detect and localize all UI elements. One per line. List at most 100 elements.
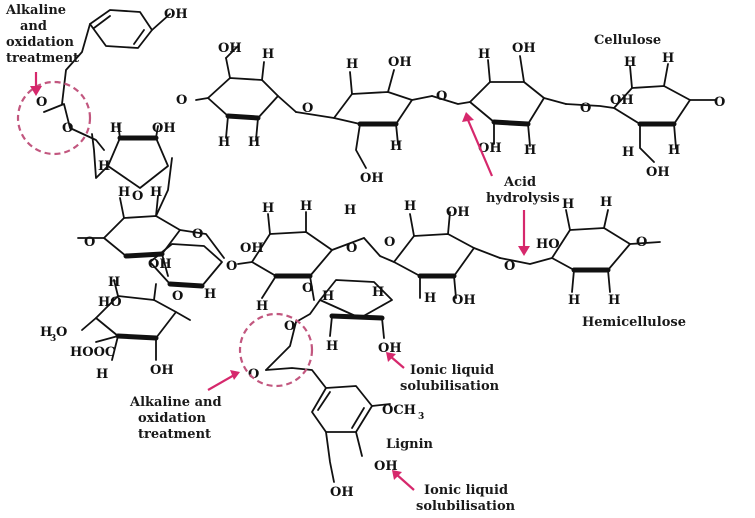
svg-text:H: H bbox=[256, 299, 268, 314]
svg-text:OH: OH bbox=[240, 241, 264, 256]
svg-text:OH: OH bbox=[148, 257, 172, 272]
svg-text:H: H bbox=[668, 143, 680, 158]
svg-text:OH: OH bbox=[478, 141, 502, 156]
svg-text:O: O bbox=[580, 101, 591, 116]
label-alk-top-4: treatment bbox=[6, 51, 79, 66]
svg-text:H: H bbox=[248, 135, 260, 150]
arrows bbox=[30, 72, 530, 491]
atom-labels: OH O O H OH O H OH H O H H O H OH O H OH… bbox=[36, 7, 725, 500]
svg-text:O: O bbox=[248, 367, 259, 382]
svg-text:H: H bbox=[372, 285, 384, 300]
svg-text:O: O bbox=[302, 281, 313, 296]
svg-text:O: O bbox=[176, 93, 187, 108]
svg-text:H: H bbox=[624, 55, 636, 70]
svg-text:O: O bbox=[84, 235, 95, 250]
svg-text:H: H bbox=[98, 159, 110, 174]
ester-circle-top bbox=[16, 80, 92, 156]
svg-text:O: O bbox=[172, 289, 183, 304]
svg-text:O: O bbox=[436, 89, 447, 104]
svg-text:H: H bbox=[622, 145, 634, 160]
svg-text:OH: OH bbox=[330, 485, 354, 500]
svg-text:H: H bbox=[326, 339, 338, 354]
svg-text:H: H bbox=[300, 199, 312, 214]
svg-text:OH: OH bbox=[446, 205, 470, 220]
svg-text:OH: OH bbox=[610, 93, 634, 108]
svg-text:O: O bbox=[192, 227, 203, 242]
svg-text:HOOC: HOOC bbox=[70, 345, 115, 360]
svg-text:3: 3 bbox=[418, 412, 424, 422]
svg-text:O: O bbox=[284, 319, 295, 334]
svg-text:OH: OH bbox=[378, 341, 402, 356]
svg-text:OH: OH bbox=[452, 293, 476, 308]
svg-text:HO: HO bbox=[98, 295, 122, 310]
svg-text:H: H bbox=[262, 201, 274, 216]
svg-text:OH: OH bbox=[388, 55, 412, 70]
ferulate-top bbox=[43, 9, 171, 151]
label-acid-1: Acid bbox=[503, 175, 536, 190]
svg-text:3: 3 bbox=[50, 334, 56, 344]
svg-text:H: H bbox=[344, 203, 356, 218]
label-acid-2: hydrolysis bbox=[486, 191, 560, 206]
label-alk-mid-3: treatment bbox=[138, 427, 211, 442]
svg-text:H: H bbox=[262, 47, 274, 62]
label-alk-top-2: and bbox=[20, 19, 47, 34]
svg-text:H: H bbox=[608, 293, 620, 308]
label-alk-mid-2: oxidation bbox=[138, 411, 206, 426]
svg-text:O: O bbox=[346, 241, 357, 256]
svg-text:H: H bbox=[662, 51, 674, 66]
svg-text:O: O bbox=[636, 235, 647, 250]
svg-text:OH: OH bbox=[360, 171, 384, 186]
ester-circle-mid bbox=[238, 312, 314, 388]
svg-text:O: O bbox=[302, 101, 313, 116]
label-ionic-bot-1: Ionic liquid bbox=[424, 483, 508, 498]
svg-text:O: O bbox=[36, 95, 47, 110]
cellulose-chain bbox=[195, 45, 717, 169]
svg-text:O: O bbox=[132, 189, 143, 204]
svg-text:H: H bbox=[478, 47, 490, 62]
svg-text:H: H bbox=[218, 135, 230, 150]
ferulate-lignin-bottom bbox=[265, 321, 391, 483]
svg-text:H: H bbox=[562, 197, 574, 212]
atom-oh: OH bbox=[164, 7, 188, 22]
label-ionic-mid-2: solubilisation bbox=[400, 379, 500, 394]
svg-text:H: H bbox=[96, 367, 108, 382]
svg-text:H: H bbox=[568, 293, 580, 308]
svg-text:OH: OH bbox=[646, 165, 670, 180]
svg-text:OH: OH bbox=[150, 363, 174, 378]
svg-text:H: H bbox=[424, 291, 436, 306]
label-alk-mid-1: Alkaline and bbox=[129, 395, 222, 410]
svg-text:H: H bbox=[390, 139, 402, 154]
hemicellulose-chain bbox=[77, 123, 661, 361]
svg-text:H: H bbox=[600, 195, 612, 210]
svg-text:HO: HO bbox=[536, 237, 560, 252]
label-ionic-mid-1: Ionic liquid bbox=[410, 363, 494, 378]
svg-text:H: H bbox=[110, 121, 122, 136]
svg-text:H: H bbox=[524, 143, 536, 158]
svg-text:H: H bbox=[150, 185, 162, 200]
svg-text:H: H bbox=[404, 199, 416, 214]
label-alk-top-1: Alkaline bbox=[5, 3, 66, 18]
svg-text:H: H bbox=[108, 275, 120, 290]
svg-text:OH: OH bbox=[218, 41, 242, 56]
label-lignin: Lignin bbox=[386, 437, 434, 452]
label-cellulose: Cellulose bbox=[594, 33, 661, 48]
svg-text:O: O bbox=[62, 121, 73, 136]
label-hemicellulose: Hemicellulose bbox=[582, 315, 686, 330]
svg-text:OH: OH bbox=[152, 121, 176, 136]
svg-text:H: H bbox=[118, 185, 130, 200]
svg-text:OH: OH bbox=[374, 459, 398, 474]
svg-text:H: H bbox=[346, 57, 358, 72]
atom-och3: OCH bbox=[382, 403, 416, 418]
svg-text:O: O bbox=[384, 235, 395, 250]
svg-text:H: H bbox=[204, 287, 216, 302]
label-alk-top-3: oxidation bbox=[6, 35, 74, 50]
svg-text:OH: OH bbox=[512, 41, 536, 56]
svg-text:O: O bbox=[714, 95, 725, 110]
process-labels: Cellulose Hemicellulose Lignin Acid hydr… bbox=[5, 3, 686, 514]
atom-h3co: H bbox=[40, 325, 52, 340]
svg-text:O: O bbox=[504, 259, 515, 274]
svg-text:O: O bbox=[56, 325, 67, 340]
svg-text:H: H bbox=[322, 289, 334, 304]
